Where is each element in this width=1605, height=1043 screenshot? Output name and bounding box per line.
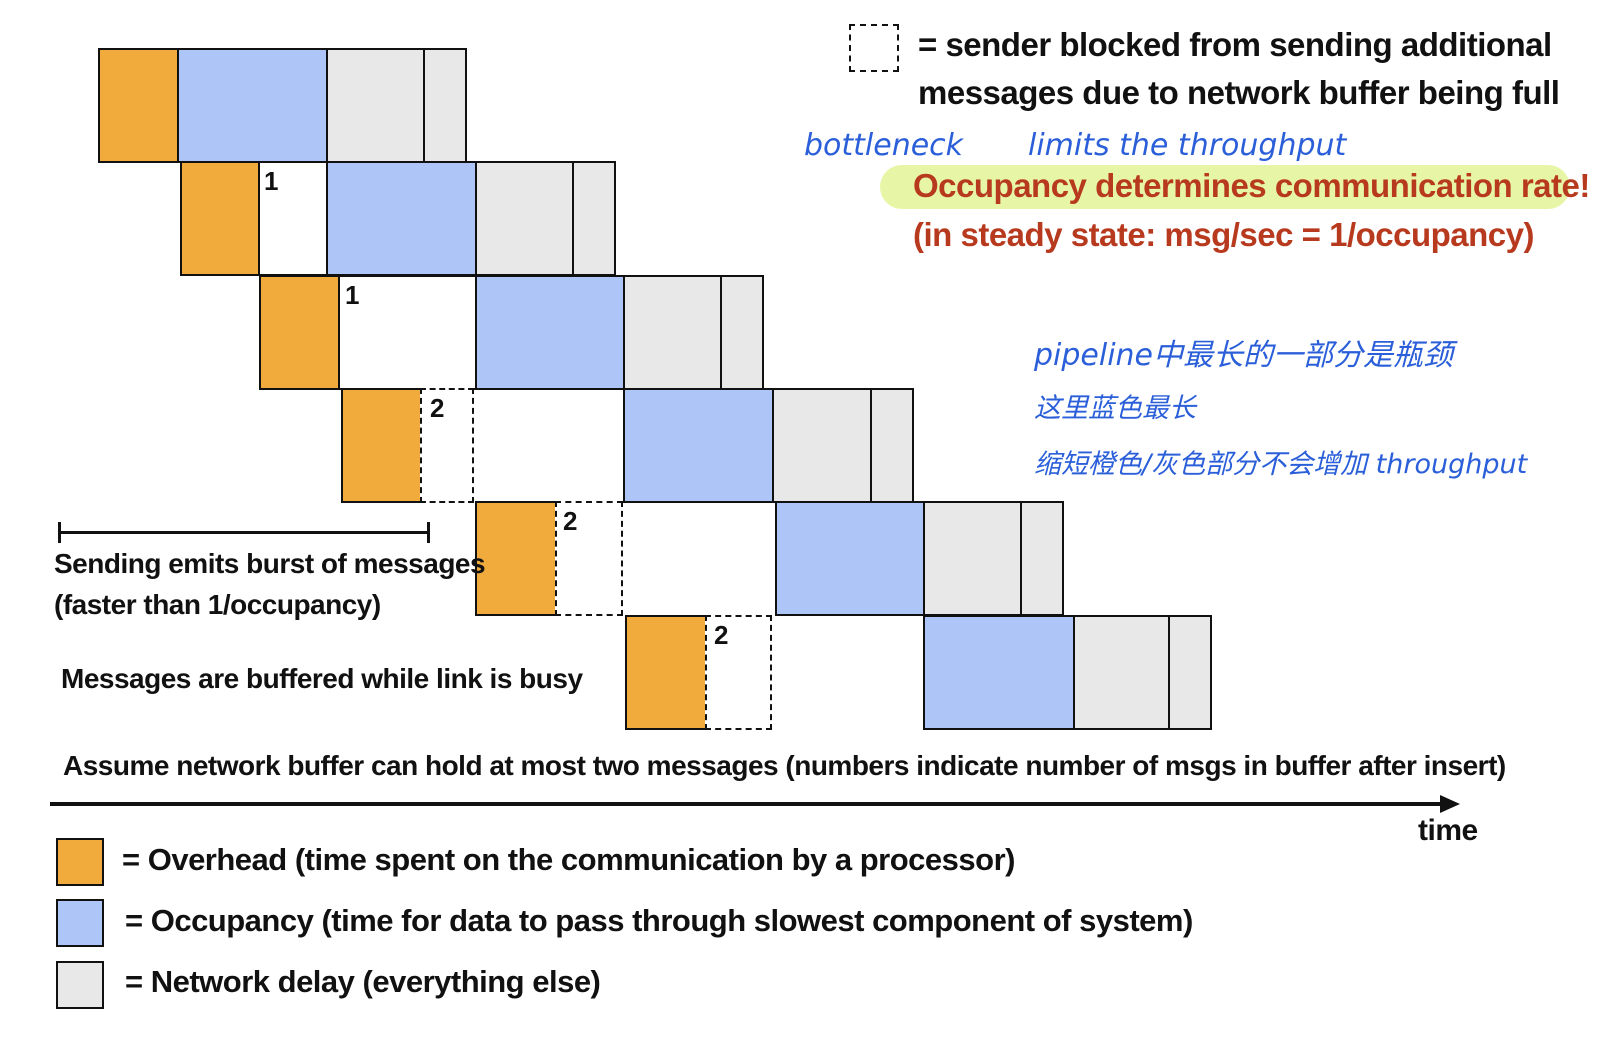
buffered-wait-block [338,275,477,390]
highlight-band [880,165,1570,209]
blocked-legend-line2: messages due to network buffer being ful… [918,74,1560,111]
time-axis [50,802,1445,806]
overhead-block [259,275,340,390]
burst-span-tick [427,522,430,543]
network-delay-block [572,161,616,276]
occupancy-block [326,161,477,276]
network-delay-block [870,388,914,503]
burst-span-bar [58,531,430,534]
network-delay-block [923,501,1022,616]
overhead-block [341,388,422,503]
steady-state-note: (in steady state: msg/sec = 1/occupancy) [913,216,1535,253]
occupancy-block [923,615,1075,730]
sender-blocked-block [705,615,772,730]
handwritten-bottleneck: bottleneck [804,128,964,163]
overhead-block [180,161,260,276]
network-delay-block [720,275,764,390]
burst-note-line2: (faster than 1/occupancy) [54,589,381,620]
buffer-count: 2 [430,393,445,423]
network-delay-block [326,48,425,163]
occupancy-swatch [56,899,104,947]
network-delay-block [623,275,722,390]
overhead-legend-label: = Overhead (time spent on the communicat… [122,842,1015,877]
overhead-block [98,48,179,163]
network-delay-legend-label: = Network delay (everything else) [125,964,601,999]
occupancy-block [177,48,328,163]
buffer-count: 1 [345,280,360,310]
overhead-block [475,501,557,616]
blocked-legend-swatch [849,24,899,72]
buffered-note: Messages are buffered while link is busy [61,663,583,694]
network-delay-block [423,48,467,163]
buffer-count: 1 [264,166,279,196]
occupancy-block [775,501,925,616]
occupancy-block [475,275,625,390]
buffer-assumption: Assume network buffer can hold at most t… [63,750,1506,781]
burst-note-line1: Sending emits burst of messages [54,548,486,579]
occupancy-rate-heading: Occupancy determines communication rate! [913,167,1590,204]
overhead-swatch [56,838,104,886]
blocked-legend-line1: = sender blocked from sending additional [918,26,1552,63]
overhead-block [625,615,707,730]
handwritten-note-3: 缩短橙色/灰色部分不会增加 throughput [1034,449,1528,480]
network-delay-block [1073,615,1170,730]
sender-blocked-block [420,388,474,503]
occupancy-block [623,388,774,503]
network-delay-block [772,388,872,503]
network-delay-swatch [56,961,104,1009]
handwritten-limits: limits the throughput [1028,128,1347,163]
network-delay-block [1168,615,1212,730]
occupancy-legend-label: = Occupancy (time for data to pass throu… [125,903,1193,938]
handwritten-note-2: 这里蓝色最长 [1034,393,1196,424]
sender-blocked-block [555,501,623,616]
buffer-count: 2 [714,620,729,650]
burst-span-tick [58,522,61,543]
time-axis-label: time [1418,814,1478,847]
arrow-head-icon [1440,795,1460,813]
network-delay-block [475,161,574,276]
buffer-count: 2 [563,506,578,536]
network-delay-block [1020,501,1064,616]
handwritten-note-1: pipeline中最长的一部分是瓶颈 [1034,338,1454,373]
